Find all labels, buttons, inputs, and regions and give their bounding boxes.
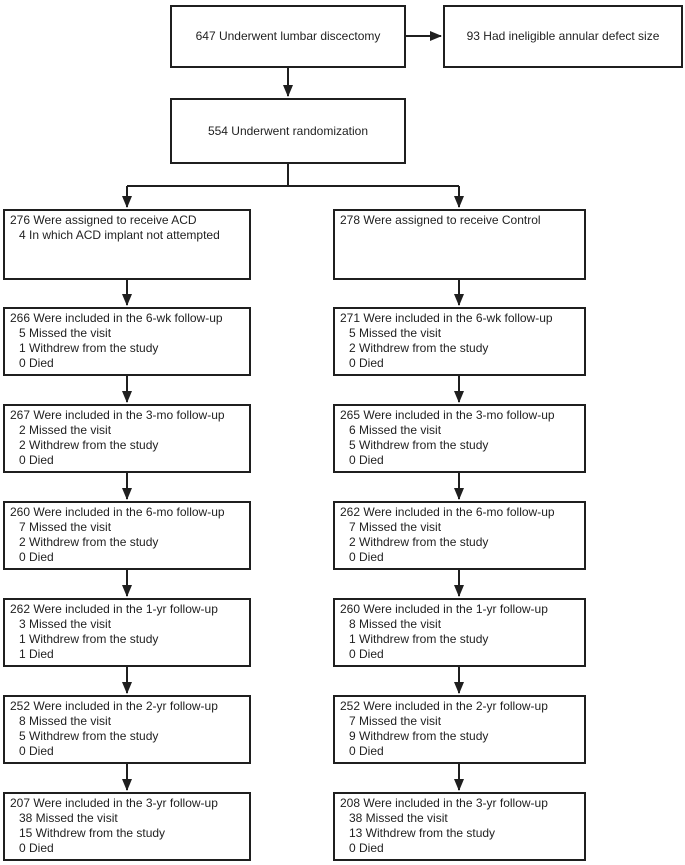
followup-died: 1 Died <box>19 647 54 661</box>
box-control-2yr-followup: 252 Were included in the 2-yr follow-up … <box>333 695 586 764</box>
excluded-text: 93 Had ineligible annular defect size <box>466 29 660 43</box>
followup-died: 0 Died <box>349 453 384 467</box>
followup-missed: 6 Missed the visit <box>349 423 442 437</box>
followup-included: 265 Were included in the 3-mo follow-up <box>340 408 555 422</box>
acd-assigned-text: 276 Were assigned to receive ACD <box>10 213 197 227</box>
randomization-text: 554 Underwent randomization <box>207 123 369 138</box>
followup-withdrew: 1 Withdrew from the study <box>349 632 489 646</box>
followup-included: 271 Were included in the 6-wk follow-up <box>340 311 553 325</box>
control-assigned-text: 278 Were assigned to receive Control <box>340 213 541 227</box>
followup-withdrew: 1 Withdrew from the study <box>19 632 159 646</box>
followup-withdrew: 2 Withdrew from the study <box>349 535 489 549</box>
followup-died: 0 Died <box>349 550 384 564</box>
followup-withdrew: 1 Withdrew from the study <box>19 341 159 355</box>
followup-missed: 3 Missed the visit <box>19 617 112 631</box>
followup-withdrew: 9 Withdrew from the study <box>349 729 489 743</box>
followup-included: 267 Were included in the 3-mo follow-up <box>10 408 225 422</box>
followup-died: 0 Died <box>19 356 54 370</box>
box-control-3yr-followup: 208 Were included in the 3-yr follow-up … <box>333 792 586 861</box>
followup-missed: 2 Missed the visit <box>19 423 112 437</box>
followup-withdrew: 2 Withdrew from the study <box>19 535 159 549</box>
box-acd-3mo-followup: 267 Were included in the 3-mo follow-up … <box>3 404 251 473</box>
followup-withdrew: 5 Withdrew from the study <box>19 729 159 743</box>
followup-missed: 8 Missed the visit <box>349 617 442 631</box>
acd-assignment-note: 4 In which ACD implant not attempted <box>19 228 220 242</box>
box-control-assignment: 278 Were assigned to receive Control <box>333 209 586 280</box>
followup-missed: 8 Missed the visit <box>19 714 112 728</box>
followup-died: 0 Died <box>349 744 384 758</box>
followup-withdrew: 15 Withdrew from the study <box>19 826 166 840</box>
followup-included: 252 Were included in the 2-yr follow-up <box>340 699 548 713</box>
followup-withdrew: 2 Withdrew from the study <box>349 341 489 355</box>
followup-included: 252 Were included in the 2-yr follow-up <box>10 699 218 713</box>
followup-withdrew: 5 Withdrew from the study <box>349 438 489 452</box>
followup-missed: 7 Missed the visit <box>349 520 442 534</box>
box-control-1yr-followup: 260 Were included in the 1-yr follow-up … <box>333 598 586 667</box>
box-excluded: 93 Had ineligible annular defect size <box>443 5 683 68</box>
box-control-6mo-followup: 262 Were included in the 6-mo follow-up … <box>333 501 586 570</box>
followup-missed: 5 Missed the visit <box>349 326 442 340</box>
followup-died: 0 Died <box>349 647 384 661</box>
followup-included: 262 Were included in the 6-mo follow-up <box>340 505 555 519</box>
box-acd-assignment: 276 Were assigned to receive ACD 4 In wh… <box>3 209 251 280</box>
box-control-6wk-followup: 271 Were included in the 6-wk follow-up … <box>333 307 586 376</box>
followup-died: 0 Died <box>19 744 54 758</box>
followup-included: 260 Were included in the 6-mo follow-up <box>10 505 225 519</box>
followup-withdrew: 13 Withdrew from the study <box>349 826 496 840</box>
followup-withdrew: 2 Withdrew from the study <box>19 438 159 452</box>
box-acd-6wk-followup: 266 Were included in the 6-wk follow-up … <box>3 307 251 376</box>
followup-died: 0 Died <box>19 841 54 855</box>
followup-died: 0 Died <box>349 356 384 370</box>
followup-died: 0 Died <box>19 453 54 467</box>
followup-missed: 7 Missed the visit <box>19 520 112 534</box>
enrollment-text: 647 Underwent lumbar discectomy <box>195 29 381 43</box>
box-acd-6mo-followup: 260 Were included in the 6-mo follow-up … <box>3 501 251 570</box>
followup-died: 0 Died <box>19 550 54 564</box>
followup-included: 207 Were included in the 3-yr follow-up <box>10 796 218 810</box>
followup-included: 266 Were included in the 6-wk follow-up <box>10 311 223 325</box>
followup-missed: 5 Missed the visit <box>19 326 112 340</box>
followup-missed: 38 Missed the visit <box>19 811 118 825</box>
box-acd-3yr-followup: 207 Were included in the 3-yr follow-up … <box>3 792 251 861</box>
followup-missed: 7 Missed the visit <box>349 714 442 728</box>
followup-died: 0 Died <box>349 841 384 855</box>
box-enrollment: 647 Underwent lumbar discectomy <box>170 5 406 68</box>
box-randomization: 554 Underwent randomization <box>170 98 406 164</box>
followup-included: 260 Were included in the 1-yr follow-up <box>340 602 548 616</box>
followup-included: 208 Were included in the 3-yr follow-up <box>340 796 548 810</box>
followup-missed: 38 Missed the visit <box>349 811 448 825</box>
box-acd-2yr-followup: 252 Were included in the 2-yr follow-up … <box>3 695 251 764</box>
box-control-3mo-followup: 265 Were included in the 3-mo follow-up … <box>333 404 586 473</box>
followup-included: 262 Were included in the 1-yr follow-up <box>10 602 218 616</box>
box-acd-1yr-followup: 262 Were included in the 1-yr follow-up … <box>3 598 251 667</box>
